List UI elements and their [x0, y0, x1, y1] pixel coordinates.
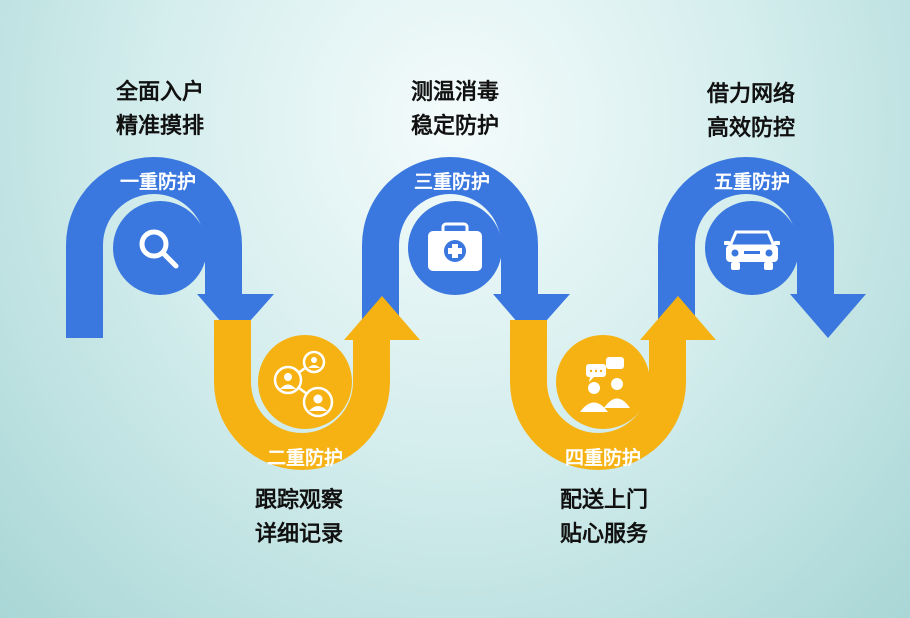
stage-caption-2: 跟踪观察 详细记录	[224, 484, 374, 552]
ribbon-arch-5	[658, 157, 866, 338]
caption-line: 贴心服务	[559, 522, 648, 547]
stage-label-1: 一重防护	[120, 170, 196, 193]
chat-people-icon	[580, 357, 630, 412]
stage-label-3: 三重防护	[414, 170, 490, 193]
caption-line: 稳定防护	[410, 114, 499, 139]
ribbon-valley-2	[214, 296, 420, 470]
caption-line: 测温消毒	[410, 80, 499, 105]
stage-caption-5: 借力网络 高效防控	[676, 78, 826, 146]
stage-icon-5	[705, 201, 799, 295]
search-icon	[139, 229, 179, 269]
medical-kit-icon	[428, 222, 482, 271]
caption-line: 借力网络	[706, 82, 795, 107]
stage-icon-4	[556, 335, 650, 429]
stage-icon-2	[258, 335, 352, 429]
car-icon	[724, 230, 780, 270]
caption-line: 高效防控	[706, 116, 795, 141]
stage-caption-1: 全面入户 精准摸排	[85, 76, 235, 144]
stage-label-2: 二重防护	[267, 446, 343, 469]
ribbon-arch-1	[66, 157, 274, 338]
caption-line: 配送上门	[559, 488, 648, 513]
people-network-icon	[273, 350, 334, 418]
stage-label-4: 四重防护	[565, 446, 641, 469]
ribbon-valley-4	[510, 296, 716, 470]
stage-icon-3	[408, 201, 502, 295]
caption-line: 详细记录	[254, 522, 343, 547]
stage-caption-4: 配送上门 贴心服务	[529, 484, 679, 552]
ribbon-arch-3	[362, 157, 570, 338]
stage-icon-1	[113, 201, 207, 295]
caption-line: 全面入户	[115, 80, 204, 105]
caption-line: 跟踪观察	[254, 488, 343, 513]
stage-caption-3: 测温消毒 稳定防护	[380, 76, 530, 144]
caption-line: 精准摸排	[115, 114, 204, 139]
stage-label-5: 五重防护	[714, 170, 790, 193]
